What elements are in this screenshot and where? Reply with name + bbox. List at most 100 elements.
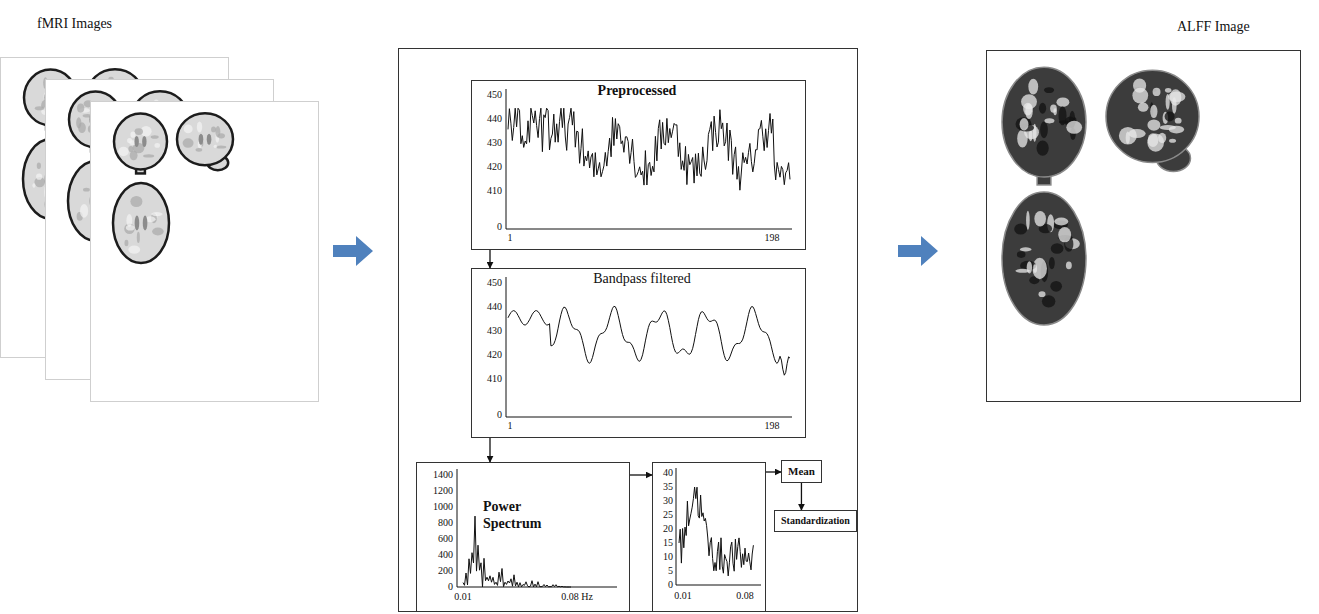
axis-tick: 440 xyxy=(487,113,502,125)
ventricle xyxy=(143,216,148,231)
tissue-patch xyxy=(1169,139,1176,143)
tissue-patch xyxy=(1058,227,1071,242)
plot-panel: Preprocessed45044043042041001198 xyxy=(471,80,806,250)
tissue-patch xyxy=(143,154,154,157)
axis-line xyxy=(506,229,792,230)
tissue-patch xyxy=(1039,103,1046,114)
tissue-patch xyxy=(1165,112,1175,122)
axis-line xyxy=(457,469,458,587)
axis-line xyxy=(676,468,677,585)
tissue-patch xyxy=(1042,295,1055,307)
tissue-patch xyxy=(1020,118,1029,130)
tissue-patch xyxy=(1050,281,1062,292)
axis-tick: 400 xyxy=(438,549,453,561)
brain-slice xyxy=(1002,192,1086,325)
illustration xyxy=(0,0,325,380)
brain-slice xyxy=(113,183,169,263)
process-frame xyxy=(399,49,858,612)
ventricle xyxy=(207,134,212,145)
tissue-patch xyxy=(1059,106,1067,125)
tissue-patch xyxy=(1021,94,1037,109)
tissue-patch xyxy=(35,106,44,110)
tissue-patch xyxy=(1148,133,1159,147)
tissue-patch xyxy=(1138,103,1149,112)
tissue-patch xyxy=(1027,261,1032,273)
ventricle xyxy=(142,136,146,147)
tissue-patch xyxy=(151,135,159,138)
tissue-patch xyxy=(1128,129,1145,138)
flow-arrow xyxy=(801,483,802,510)
axis-tick: 430 xyxy=(487,325,502,337)
tissue-patch xyxy=(1014,224,1027,235)
flow-arrow xyxy=(630,474,652,475)
flow-arrow xyxy=(489,438,490,462)
axis-tick: 450 xyxy=(487,89,502,101)
tissue-patch xyxy=(128,146,133,152)
tissue-patch xyxy=(118,147,129,156)
tissue-patch xyxy=(1039,291,1046,297)
tissue-patch xyxy=(126,214,132,227)
axis-line xyxy=(676,585,761,586)
tissue-patch xyxy=(83,188,90,192)
tissue-patch xyxy=(37,163,41,169)
image-panel: ALFF Image xyxy=(986,50,1301,402)
tissue-patch xyxy=(1165,88,1171,93)
tissue-patch xyxy=(128,246,140,254)
tissue-patch xyxy=(197,122,202,133)
axis-tick: 800 xyxy=(438,517,453,529)
tissue-patch xyxy=(1044,87,1054,93)
tissue-patch xyxy=(80,204,88,218)
tissue-patch xyxy=(124,224,135,234)
plot-panel: Bandpass filtered45044043042041001198 xyxy=(471,268,806,438)
axis-tick: 1 xyxy=(508,232,513,244)
axis-tick: 10 xyxy=(663,551,673,563)
axis-line xyxy=(506,89,507,229)
axis-tick: 430 xyxy=(487,137,502,149)
axis-tick: 1000 xyxy=(433,501,453,513)
tissue-patch xyxy=(1166,94,1170,110)
flow-arrow xyxy=(766,471,781,472)
axis-tick: 198 xyxy=(765,232,780,244)
tissue-patch xyxy=(1175,118,1182,124)
tissue-patch xyxy=(1150,105,1157,118)
tissue-patch xyxy=(1147,119,1160,130)
sheet-outline xyxy=(91,102,319,402)
tissue-patch xyxy=(1020,247,1032,251)
ventricle xyxy=(199,134,204,145)
block-arrow xyxy=(898,236,938,266)
tissue-patch xyxy=(137,232,140,243)
tissue-patch xyxy=(1056,97,1069,107)
ventricle xyxy=(134,136,138,147)
tissue-patch xyxy=(135,128,143,135)
tissue-patch xyxy=(1050,104,1057,112)
process-box: Standardization xyxy=(774,510,857,532)
tissue-patch xyxy=(1169,126,1184,134)
panel-title: Power Spectrum xyxy=(483,499,558,533)
tissue-patch xyxy=(184,125,193,134)
axis-tick: 0.08 Hz xyxy=(561,591,593,603)
brain-slice xyxy=(1002,67,1086,177)
axis-tick: 15 xyxy=(663,537,673,549)
tissue-patch xyxy=(211,126,216,132)
axis-tick: 420 xyxy=(487,161,502,173)
axis-tick: 0 xyxy=(448,581,453,593)
axis-tick: 40 xyxy=(663,467,673,479)
plot-panel: 40353025201510500.010.08 xyxy=(652,462,766,612)
tissue-patch xyxy=(1132,88,1148,104)
axis-tick: 410 xyxy=(487,185,502,197)
tissue-patch xyxy=(1040,121,1048,138)
tissue-patch xyxy=(1032,258,1046,279)
tissue-patch xyxy=(1017,251,1026,258)
signal-trace xyxy=(508,108,790,190)
tissue-patch xyxy=(152,228,164,236)
tissue-patch xyxy=(124,240,128,247)
tissue-patch xyxy=(214,145,218,148)
tissue-patch xyxy=(126,225,135,231)
axis-tick: 200 xyxy=(438,565,453,577)
axis-tick: 1400 xyxy=(433,469,453,481)
tissue-patch xyxy=(1036,140,1048,155)
tissue-patch xyxy=(130,196,142,207)
axis-tick: 198 xyxy=(765,420,780,432)
tissue-patch xyxy=(1066,262,1072,270)
amplitude-trace xyxy=(679,487,753,576)
